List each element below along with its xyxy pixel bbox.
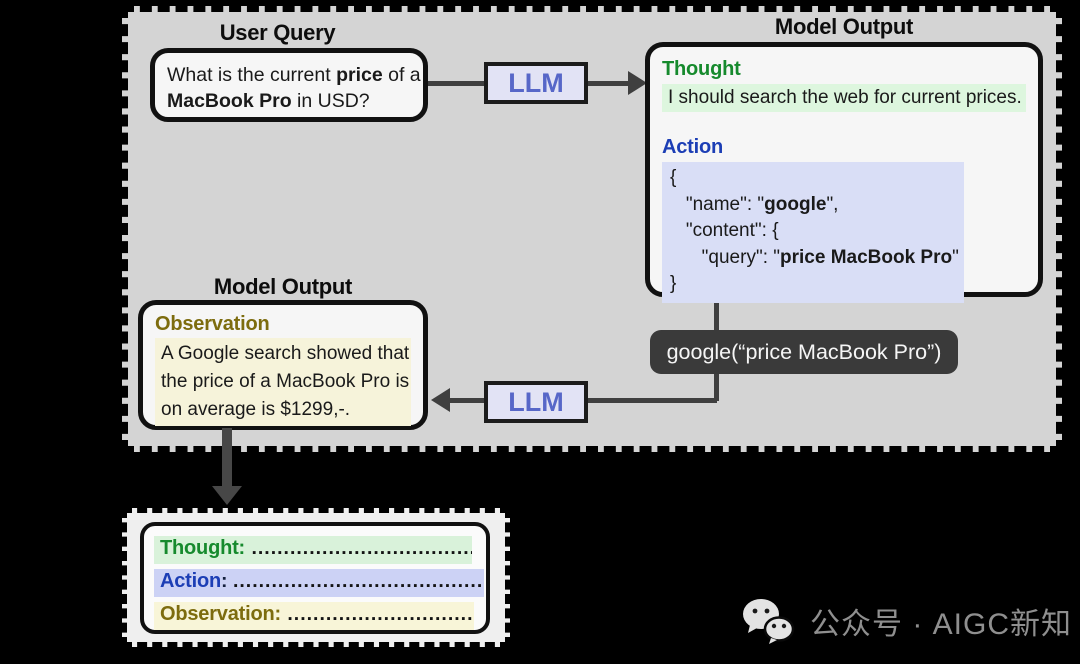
action-label: Action [662,136,724,158]
json-line: "query": "price MacBook Pro" [670,246,959,268]
llm-box-2: LLM [484,381,588,423]
json-line: } [670,273,677,294]
tool-call-pill: google(“price MacBook Pro”) [650,330,958,374]
json-line: { [670,167,677,188]
connector-to-template [222,428,232,486]
model-output-left-box: Observation A Google search showed that … [138,300,428,430]
arrow-left-icon [431,388,450,412]
user-query-line-1: What is the current price of a [167,64,421,86]
json-line: "name": "google", [670,193,839,215]
watermark: 公众号 · AIGC新知 [740,596,1072,646]
observation-highlight: A Google search showed that the price of… [155,338,411,426]
observation-line: on average is $1299,-. [161,399,351,420]
observation-label: Observation [155,313,270,335]
observation-line: the price of a MacBook Pro is [161,371,410,392]
arrow-right-icon [628,71,647,95]
watermark-text: 公众号 · AIGC新知 [810,608,1073,641]
thought-label: Thought [662,58,741,80]
observation-line: A Google search showed that [161,343,410,364]
model-output-right-title: Model Output [774,14,914,39]
template-row-thought: Thought: ...............................… [154,536,472,564]
user-query-title: User Query [219,20,336,45]
user-query-box: What is the current price of a MacBook P… [150,48,428,122]
wechat-icon [743,599,795,644]
thought-highlight: I should search the web for current pric… [662,84,1026,112]
connector-query-to-llm [424,81,484,86]
json-line: "content": { [670,220,779,241]
connector-llm-to-output [588,81,632,86]
react-template-box: Thought: ...............................… [140,522,490,634]
arrow-down-icon [212,486,242,505]
llm-box-1: LLM [484,62,588,104]
user-query-line-2: MacBook Pro in USD? [167,90,370,112]
template-row-observation: Observation: ...........................… [154,602,474,630]
model-output-right-box: Thought I should search the web for curr… [645,42,1043,303]
model-output-left-title: Model Output [213,274,353,299]
action-json-block: { "name": "google", "content": { "query"… [662,162,964,303]
template-row-action: Action: ................................… [154,569,484,597]
